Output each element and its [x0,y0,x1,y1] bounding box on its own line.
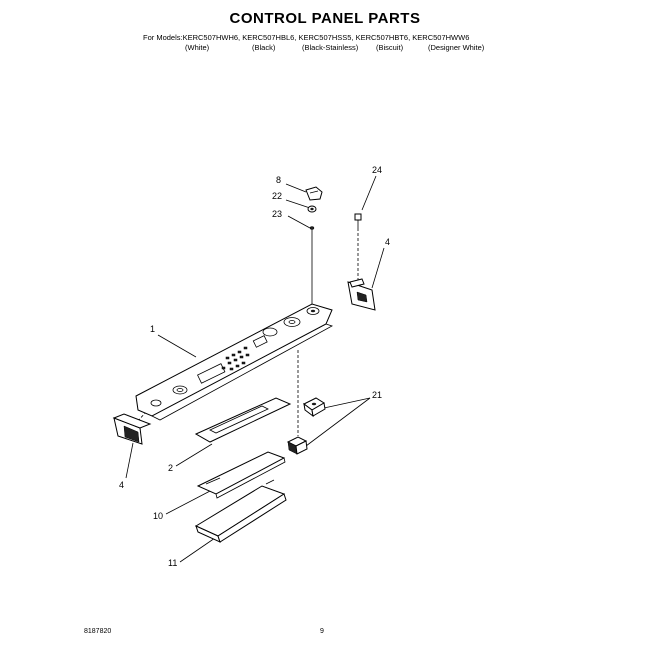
overlay-part-2 [194,397,292,443]
callout-4-right: 4 [385,237,391,247]
switch-upper-part-21 [303,397,326,418]
callout-1: 1 [150,324,156,334]
callout-22: 22 [272,191,283,201]
color-label-black-stainless: (Black-Stainless) [302,43,359,52]
callout-24: 24 [372,165,383,175]
end-cap-left-part-4 [112,413,152,445]
control-panel-part-1 [135,303,333,421]
leader-lines [125,175,385,563]
switch-lower-part-21 [286,436,308,455]
callout-2: 2 [168,463,174,473]
models-line: For Models:KERC507HWH6, KERC507HBL6, KER… [143,33,470,42]
callout-10: 10 [153,511,164,521]
callout-23: 23 [272,209,283,219]
knob-part-8 [305,186,323,201]
document-number: 8187820 [84,628,112,635]
screw-part-23 [309,226,315,230]
callout-11: 11 [168,558,178,568]
page-number: 9 [320,628,324,635]
screw-part-24 [354,213,362,228]
callout-4-left: 4 [119,480,125,490]
control-board-part-10 [196,451,286,499]
color-label-white: (White) [185,43,210,52]
page-title: CONTROL PANEL PARTS [229,10,421,27]
washer-part-22 [307,205,317,213]
keypad-grid [221,346,250,371]
color-label-designer-white: (Designer White) [428,43,485,52]
end-cap-right-part-4 [347,278,376,311]
callout-21: 21 [372,390,383,400]
bracket-part-11 [194,479,287,543]
color-label-black: (Black) [252,43,276,52]
color-label-biscuit: (Biscuit) [376,43,404,52]
callout-8: 8 [276,175,282,185]
